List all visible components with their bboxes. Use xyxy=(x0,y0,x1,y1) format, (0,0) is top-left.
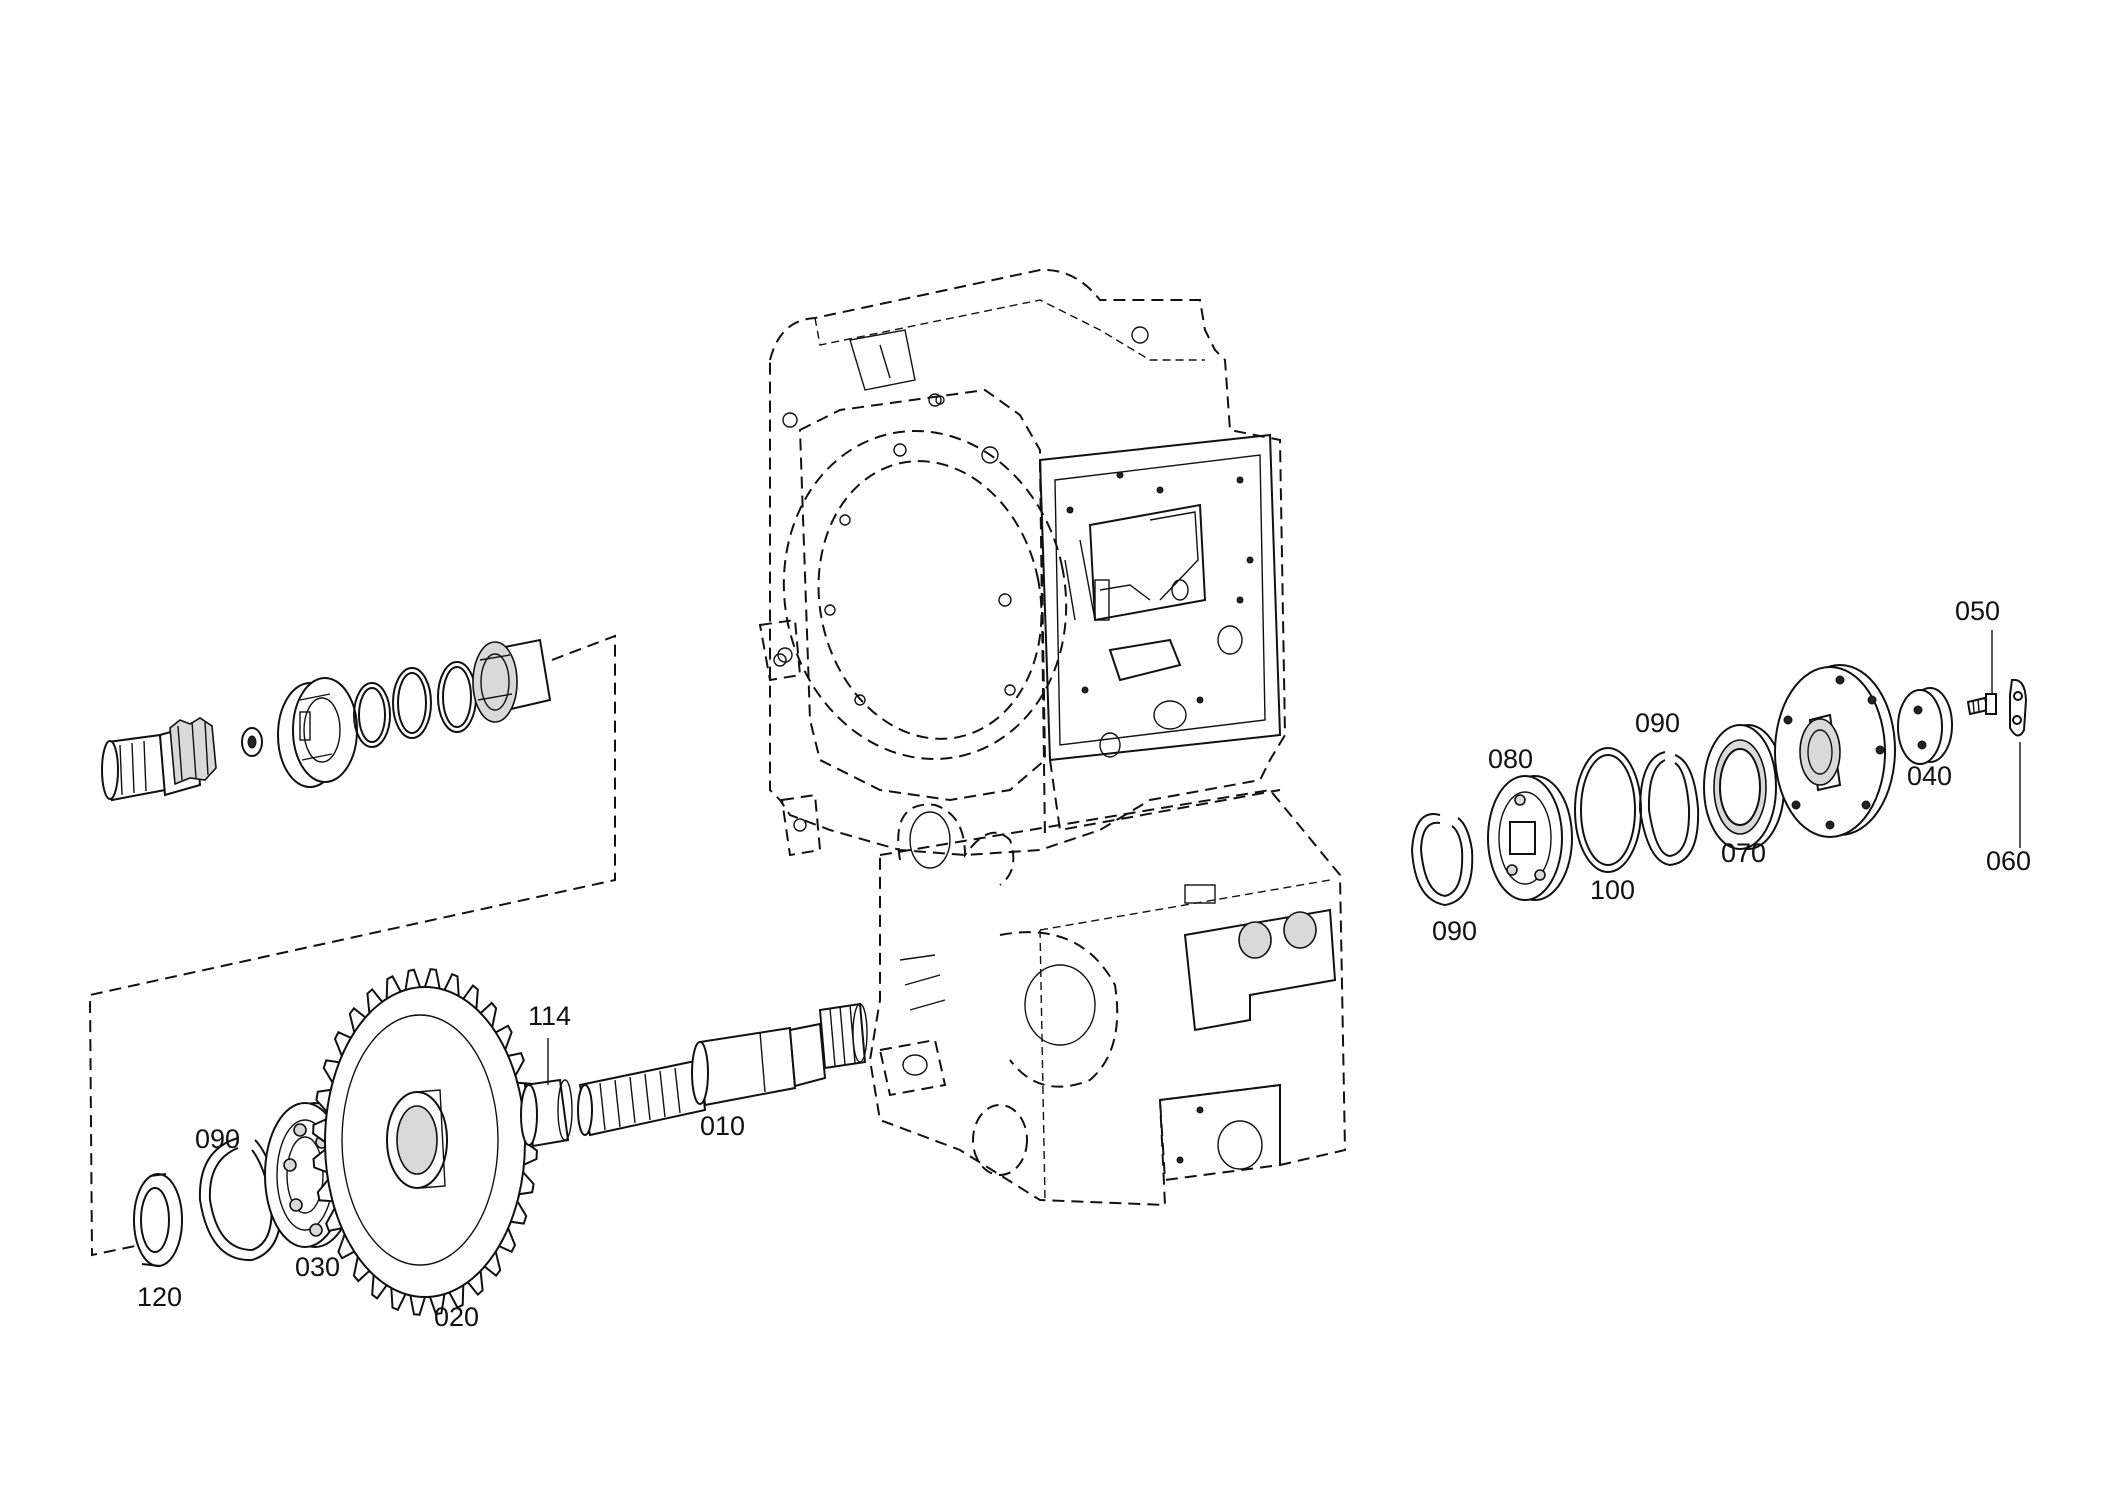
callout-100: 100 xyxy=(1590,875,1635,905)
callout-030: 030 xyxy=(295,1252,340,1282)
valve-plate xyxy=(1038,433,1282,762)
callout-010: 010 xyxy=(700,1111,745,1141)
callout-050: 050 xyxy=(1955,596,2000,626)
callout-114: 114 xyxy=(528,1001,571,1031)
input-shaft-assembly xyxy=(101,638,552,802)
part-090-circlip-right-lower xyxy=(1410,813,1474,907)
callout-labels: 010 020 030 040 050 060 070 080 090 090 … xyxy=(137,596,2031,1332)
callout-020: 020 xyxy=(434,1302,479,1332)
part-040-washer xyxy=(1897,687,1953,765)
explode-guide-line xyxy=(88,634,616,1257)
part-output-flange xyxy=(1774,664,1896,838)
part-080-bearing xyxy=(1487,775,1573,901)
output-flange-assembly xyxy=(1410,664,2028,907)
part-114-sleeve xyxy=(520,1078,573,1148)
callout-060: 060 xyxy=(1986,846,2031,876)
callout-090-right-lower: 090 xyxy=(1432,916,1477,946)
callout-090-left: 090 xyxy=(195,1124,240,1154)
part-010-shaft xyxy=(577,1002,868,1137)
part-070-seal xyxy=(1703,724,1785,850)
callout-040: 040 xyxy=(1907,761,1952,791)
output-shaft-assembly xyxy=(133,968,868,1316)
callout-080: 080 xyxy=(1488,744,1533,774)
part-020-gear xyxy=(312,968,538,1316)
part-100-oring xyxy=(1574,747,1642,873)
callout-090-right-upper: 090 xyxy=(1635,708,1680,738)
callout-120: 120 xyxy=(137,1282,182,1312)
callout-070: 070 xyxy=(1721,838,1766,868)
part-050-bolt xyxy=(1966,693,1997,716)
transmission-housing xyxy=(758,268,1347,1207)
part-090-circlip-right-upper xyxy=(1638,751,1700,867)
part-060-lockplate xyxy=(2009,678,2028,737)
callout-leaders xyxy=(547,630,2021,1085)
housing-bolt-holes xyxy=(773,326,1149,706)
